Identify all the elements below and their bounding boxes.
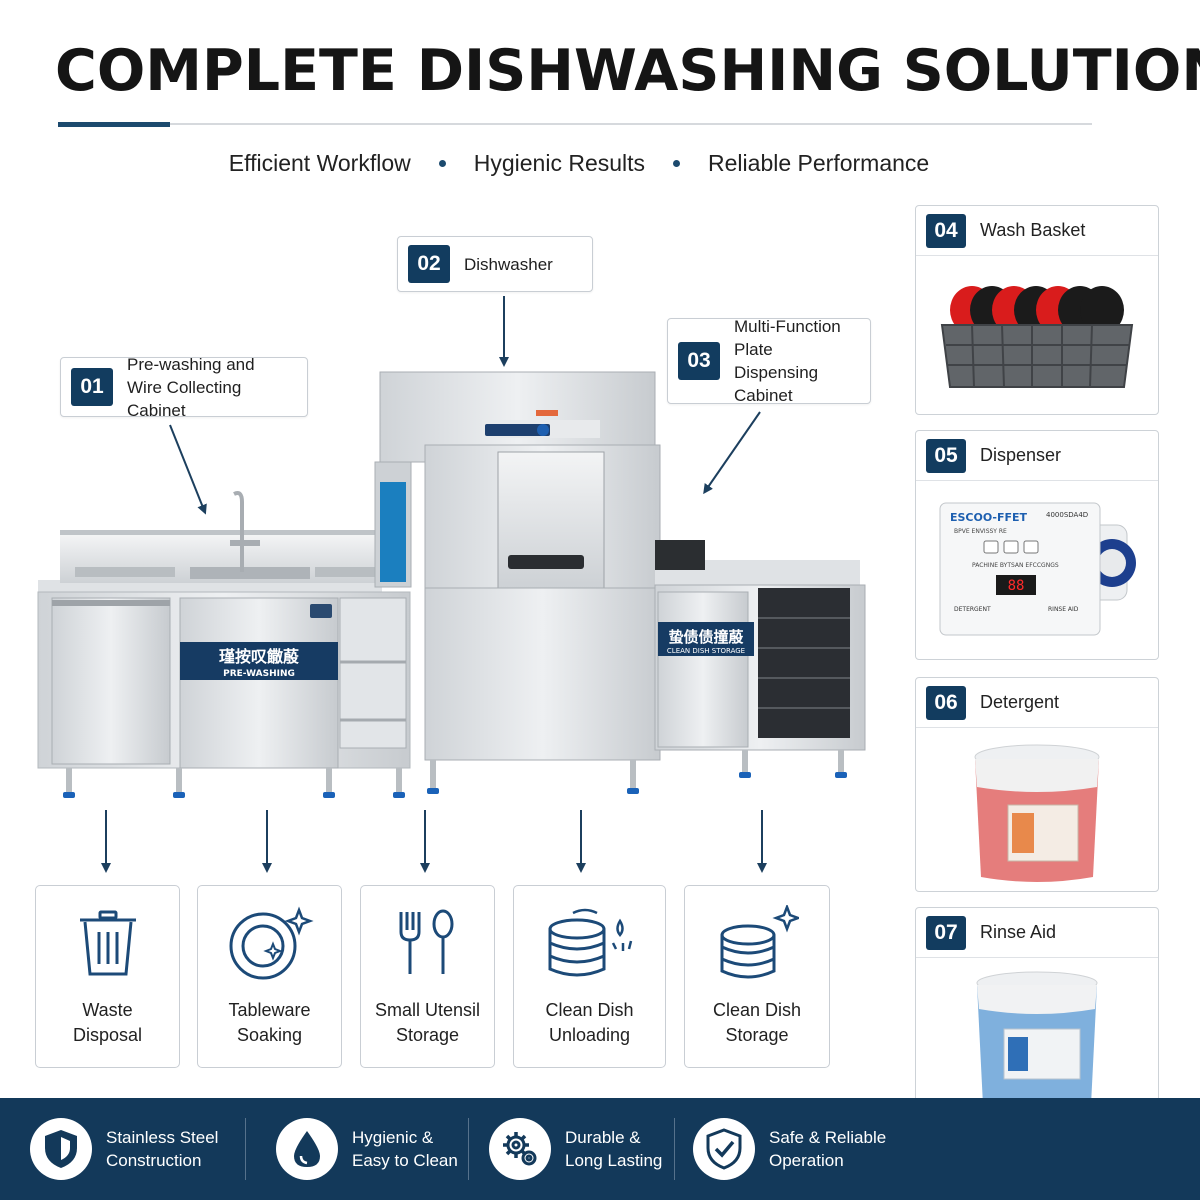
benefit-hygienic: Hygienic &Easy to Clean [246, 1117, 468, 1181]
callout-number: 01 [71, 368, 113, 406]
storage-label-cn: 蛰债债撞蒑 [668, 628, 743, 646]
callout-plate-cabinet: 03 Multi-Function Plate Dispensing Cabin… [667, 317, 871, 405]
storage-label-en: CLEAN DISH STORAGE [667, 647, 745, 655]
benefit-durable: Durable &Long Lasting [469, 1117, 674, 1181]
footer-divider [468, 1118, 469, 1180]
svg-text:DETERGENT: DETERGENT [954, 606, 991, 613]
shield-check-icon [693, 1118, 755, 1180]
plate-sparkle-icon [225, 904, 315, 982]
dishwashing-line-illustration: 瑾按叹饊蒑 PRE-WASHING [37, 371, 866, 798]
title-divider [58, 123, 1092, 125]
callout-label: Pre-washing and Wire Collecting Cabinet [127, 354, 255, 420]
tagline-reliable: Reliable Performance [708, 150, 930, 176]
dish-stack-spray-icon [545, 904, 635, 982]
rinse-aid-bucket-image [976, 971, 1098, 1110]
callout-label: Multi-Function Plate Dispensing Cabinet [734, 317, 841, 405]
callout-dishwasher: 02 Dishwasher [397, 236, 593, 292]
page-title: COMPLETE DISHWASHING SOLUTION [55, 38, 1200, 104]
callout-number: 03 [678, 342, 720, 380]
title-divider-accent [58, 122, 170, 127]
dispenser-image: ESCOO-FFET 4000SDA4D BPVE ENVISSY RE PAC… [939, 502, 1136, 636]
svg-text:RINSE AID: RINSE AID [1048, 606, 1079, 613]
svg-text:4000SDA4D: 4000SDA4D [1046, 511, 1088, 519]
tagline-row: Efficient Workflow Hygienic Results Reli… [0, 150, 1158, 177]
detergent-bucket-image [974, 744, 1100, 882]
tagline-workflow: Efficient Workflow [228, 150, 411, 176]
wash-basket-image [940, 286, 1134, 388]
shield-icon [30, 1118, 92, 1180]
dishwasher-unit [374, 371, 661, 794]
tagline-separator [673, 160, 681, 167]
prewash-label-en: PRE-WASHING [223, 669, 295, 679]
gears-icon [489, 1118, 551, 1180]
svg-text:PACHINE BYTSAN EFCCGNGS: PACHINE BYTSAN EFCCGNGS [972, 562, 1059, 569]
svg-text:88: 88 [1008, 578, 1025, 594]
prewash-cabinet: 瑾按叹饊蒑 PRE-WASHING [37, 491, 411, 798]
footer-divider [674, 1118, 675, 1180]
dish-stack-sparkle-icon [715, 904, 799, 982]
svg-text:ESCOO-FFET: ESCOO-FFET [950, 511, 1028, 524]
callout-label: Dishwasher [464, 254, 553, 274]
callout-number: 02 [408, 245, 450, 283]
tagline-hygienic: Hygienic Results [473, 150, 646, 176]
fork-spoon-icon [393, 904, 463, 982]
water-drop-icon [276, 1118, 338, 1180]
arrow-to-plate-cabinet [703, 411, 761, 495]
arrow-to-prewash [169, 424, 207, 515]
plate-dispensing-cabinet: 蛰债债撞蒑 CLEAN DISH STORAGE [654, 540, 866, 778]
tagline-separator [438, 160, 446, 167]
footer-divider [245, 1118, 246, 1180]
svg-text:BPVE ENVISSY RE: BPVE ENVISSY RE [954, 528, 1007, 535]
callout-prewash-cabinet: 01 Pre-washing and Wire Collecting Cabin… [60, 355, 308, 420]
prewash-label-cn: 瑾按叹饊蒑 [219, 647, 299, 666]
trash-icon [75, 904, 141, 982]
